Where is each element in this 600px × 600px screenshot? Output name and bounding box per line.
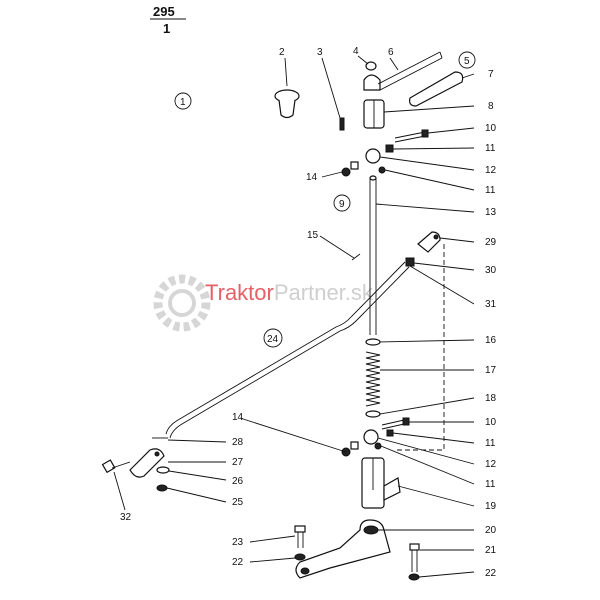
group-callout-9: 9 [333,194,351,212]
part-25-nut [156,484,168,492]
part-14-nut-upper [341,161,359,177]
label-31: 31 [485,299,497,310]
label-12-lower: 12 [485,459,497,470]
label-2: 2 [279,47,285,58]
label-16: 16 [485,335,497,346]
label-11-upper-a: 11 [485,143,496,154]
part-10-bolt-upper [394,129,429,143]
gear-watermark-icon [153,274,211,332]
part-6-lever-rod [377,51,443,91]
label-8: 8 [488,101,494,112]
label-15: 15 [307,230,319,241]
label-7: 7 [488,69,494,80]
part-22-washer-right [408,573,420,581]
svg-text:5: 5 [464,56,470,67]
part-22-washer-left [294,553,306,561]
part-labels: 2 3 4 6 7 8 10 11 12 11 14 13 15 29 30 3… [120,46,497,579]
part-8-housing [363,99,385,129]
part-7-handle [409,71,464,107]
part-4-knob [363,61,381,91]
label-10-upper: 10 [485,123,497,134]
label-30: 30 [485,265,497,276]
svg-text:24: 24 [267,334,279,345]
part-21-bolt [409,543,420,572]
header-page-number: 295 [153,4,175,19]
part-18-washer [365,410,381,418]
svg-text:1: 1 [180,97,186,108]
label-26: 26 [232,476,244,487]
svg-text:9: 9 [339,199,345,210]
part-32-bolt [101,459,131,474]
part-12-collar-upper [365,148,381,164]
label-3: 3 [317,47,323,58]
group-callout-5: 5 [458,51,476,69]
part-26-washer [156,466,170,474]
header-sheet-number: 1 [163,21,170,36]
guide-dashed-line [395,244,445,451]
group-callout-24: 24 [263,328,283,348]
label-6: 6 [388,47,394,58]
label-20: 20 [485,525,497,536]
part-10-bolt-lower [381,417,410,430]
label-23: 23 [232,537,244,548]
part-23-bolt [294,525,306,548]
label-14-upper: 14 [306,172,318,183]
part-27-clevis [129,448,165,478]
label-27: 27 [232,457,244,468]
label-32: 32 [120,512,132,523]
label-28: 28 [232,437,244,448]
part-19-sleeve [361,457,401,509]
part-2-cap [274,89,300,119]
part-20-bracket [295,519,391,579]
leader-lines [113,55,475,578]
part-24-linkage-rod [165,261,410,439]
part-11-nut-lower [386,429,394,437]
label-13: 13 [485,207,497,218]
part-13-shaft [369,175,377,335]
label-22-right: 22 [485,568,497,579]
part-30-nut [405,257,415,267]
label-11-upper-b: 11 [485,185,496,196]
part-29-rod-end [417,231,441,253]
label-10-lower: 10 [485,417,497,428]
part-15-pin [351,253,361,261]
label-21: 21 [485,545,497,556]
label-11-lower-b: 11 [485,479,496,490]
label-14-lower: 14 [232,412,244,423]
label-11-lower-a: 11 [485,438,496,449]
part-3-pin [339,117,345,131]
label-19: 19 [485,501,497,512]
label-29: 29 [485,237,497,248]
group-callout-1: 1 [174,92,192,110]
label-17: 17 [485,365,497,376]
part-11-washer-upper [378,166,386,174]
part-16-washer [365,338,381,346]
part-11-nut-upper [385,144,394,153]
part-11-washer-lower [374,442,382,450]
label-4: 4 [353,46,359,57]
label-22-left: 22 [232,557,244,568]
watermark: TraktorPartner.sk [153,274,374,332]
watermark-text: TraktorPartner.sk [205,280,374,305]
label-25: 25 [232,497,244,508]
label-18: 18 [485,393,497,404]
part-17-spring [365,351,381,407]
part-12-collar-lower [363,429,379,445]
label-12-upper: 12 [485,165,497,176]
part-14-nut-lower [341,441,359,457]
